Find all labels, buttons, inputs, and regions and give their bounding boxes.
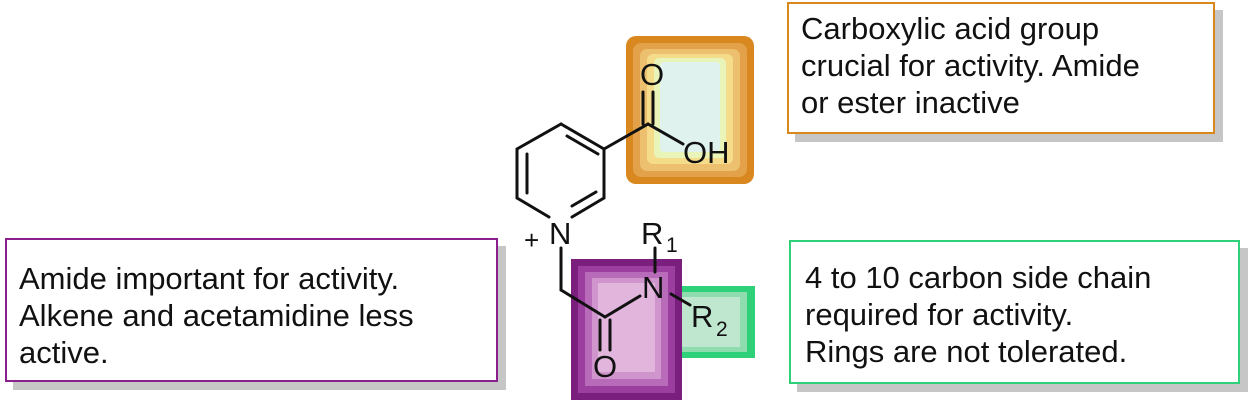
bonds bbox=[515, 90, 692, 352]
amide-oxygen-label: O bbox=[593, 349, 617, 384]
acid-callout: Carboxylic acid group crucial for activi… bbox=[787, 2, 1215, 134]
acid-callout-line-2: crucial for activity. Amide bbox=[801, 48, 1140, 83]
amide-callout-line-3: active. bbox=[19, 335, 109, 370]
chain-callout-line-1: 4 to 10 carbon side chain bbox=[805, 260, 1152, 295]
r2-subscript: 2 bbox=[716, 318, 728, 341]
r1-subscript: 1 bbox=[666, 234, 678, 257]
pyridinium-nitrogen-label: N bbox=[549, 216, 571, 251]
amide-callout: Amide important for activity. Alkene and… bbox=[5, 238, 498, 382]
carbonyl-oxygen-label: O bbox=[640, 57, 664, 92]
r1-label: R bbox=[641, 216, 663, 251]
acid-callout-line-1: Carboxylic acid group bbox=[801, 11, 1100, 46]
chain-callout-line-3: Rings are not tolerated. bbox=[805, 334, 1128, 369]
positive-charge-label: + bbox=[524, 225, 539, 255]
chain-callout-line-2: required for activity. bbox=[805, 297, 1074, 332]
hydroxyl-label: OH bbox=[683, 135, 730, 170]
chain-callout: 4 to 10 carbon side chain required for a… bbox=[789, 240, 1240, 384]
acid-highlight bbox=[626, 36, 754, 184]
amide-nitrogen-label: N bbox=[642, 270, 664, 305]
amide-callout-line-1: Amide important for activity. bbox=[19, 261, 400, 296]
acid-callout-line-3: or ester inactive bbox=[801, 85, 1020, 120]
amide-highlight bbox=[571, 259, 682, 400]
chain-highlight bbox=[680, 286, 755, 358]
r2-label: R bbox=[691, 299, 713, 334]
amide-callout-line-2: Alkene and acetamidine less bbox=[19, 298, 414, 333]
